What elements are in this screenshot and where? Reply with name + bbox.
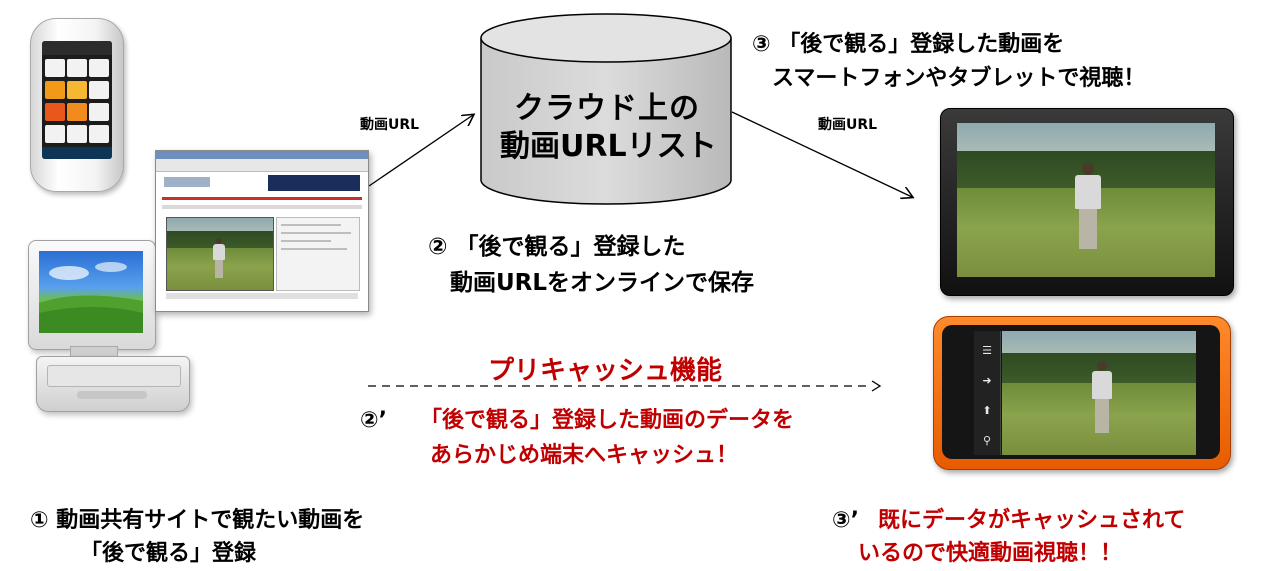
step1-line2: 「後で観る」登録 — [80, 541, 257, 566]
pc-keyboard-base — [36, 356, 190, 412]
precache-title: プリキャッシュ機能 — [486, 356, 725, 386]
step3p-line2: いるので快適動画視聴！！ — [858, 541, 1123, 566]
cloud-label-line2: 動画URLリスト — [500, 129, 717, 164]
smartphone-icon — [30, 18, 124, 192]
up-arrow-icon[interactable]: ⬆ — [982, 404, 992, 417]
cloud-database-icon — [480, 13, 732, 205]
upload-arrow-label: 動画URL — [360, 117, 420, 133]
download-arrow-label: 動画URL — [818, 117, 878, 133]
video-control-sidebar[interactable]: ☰ ➜ ⬆ ⚲ — [974, 331, 1001, 455]
tablet-icon — [940, 108, 1234, 296]
step2-line2: 動画URLをオンラインで保存 — [450, 270, 755, 296]
download-arrow — [731, 111, 912, 197]
upload-arrow — [368, 115, 473, 187]
search-icon[interactable]: ⚲ — [982, 434, 992, 447]
step2-line1: ② 「後で観る」登録した — [428, 234, 686, 260]
cloud-label-line1: クラウド上の — [514, 91, 700, 126]
menu-icon[interactable]: ☰ — [982, 344, 992, 357]
step2p-line1: 「後で観る」登録した動画のデータを — [420, 408, 795, 433]
browser-window-icon — [155, 150, 369, 312]
step2p-line2: あらかじめ端末へキャッシュ！ — [430, 443, 739, 468]
step3-line1: ③ 「後で観る」登録した動画を — [752, 32, 1065, 57]
tablet-video-screen — [957, 123, 1215, 277]
phone-video-screen — [1002, 331, 1196, 455]
forward-arrow-icon[interactable]: ➜ — [982, 374, 992, 387]
step3-line2: スマートフォンやタブレットで視聴！ — [772, 66, 1146, 91]
browser-video-player — [166, 217, 274, 291]
step3p-line1: 既にデータがキャッシュされて — [878, 508, 1186, 533]
step3p-mark: ③’ — [832, 508, 859, 533]
step1-line1: ① 動画共有サイトで観たい動画を — [30, 508, 365, 533]
step2p-mark: ②’ — [360, 408, 387, 433]
orange-smartphone-icon: ☰ ➜ ⬆ ⚲ — [933, 316, 1231, 470]
desktop-pc-icon — [28, 240, 156, 350]
